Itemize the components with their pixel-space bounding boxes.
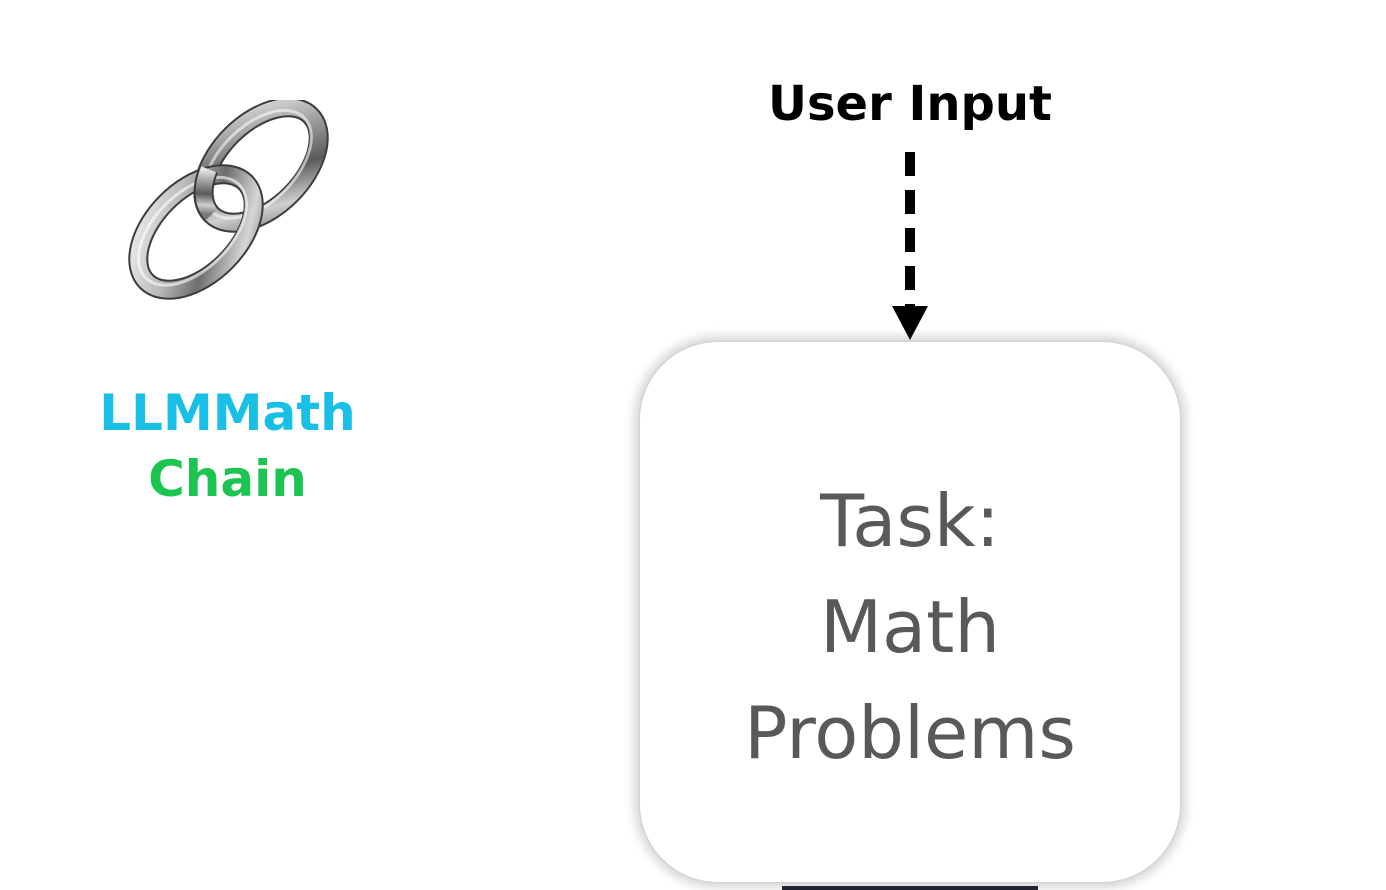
chain-title: LLMMath Chain <box>60 380 395 512</box>
task-line1: Task: <box>820 479 1000 563</box>
chain-icon <box>118 97 338 310</box>
chain-title-line2: Chain <box>148 450 307 508</box>
down-arrow-icon <box>888 148 932 344</box>
task-line3: Problems <box>744 691 1076 775</box>
chain-title-line1: LLMMath <box>99 384 356 442</box>
bottom-bar <box>782 886 1038 890</box>
task-box <box>640 342 1180 882</box>
task-line2: Math <box>819 585 1001 669</box>
user-input-label: User Input <box>768 76 1052 132</box>
task-text: Task: Math Problems <box>640 468 1180 786</box>
